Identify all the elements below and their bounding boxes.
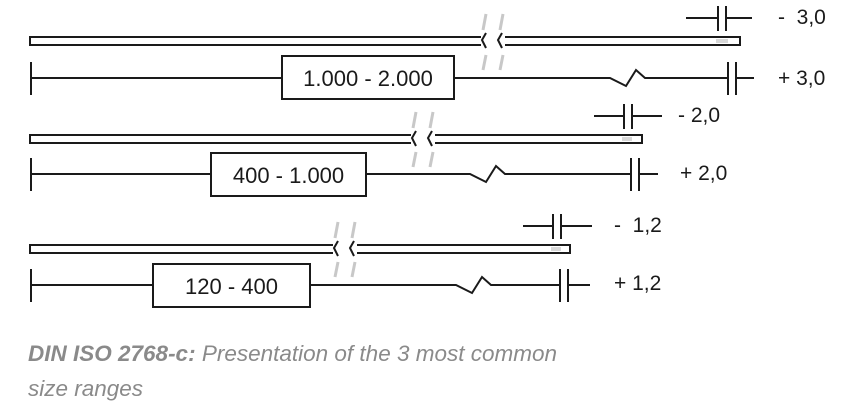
break-marks-3: [333, 221, 357, 278]
size-range-row-1: 1.000 - 2.000 - 3,0 + 3,0: [29, 6, 826, 100]
size-range-diagram: 1.000 - 2.000 - 3,0 + 3,0: [29, 6, 826, 308]
tolerance-minus-symbol-1: [686, 6, 752, 31]
range-box-3: [152, 263, 311, 308]
caption-text: Presentation of the 3 most common size r…: [28, 341, 558, 401]
tolerance-minus-symbol-2: [594, 104, 662, 129]
range-label-3: 120 - 400: [185, 274, 278, 299]
tolerance-plus-2: + 2,0: [680, 162, 727, 185]
part-bar-2: [29, 134, 643, 144]
dimension-line-2: [30, 158, 658, 191]
size-range-row-2: 400 - 1.000 - 2,0 + 2,0: [29, 104, 727, 197]
break-marks-2: [411, 111, 435, 168]
figure-caption: DIN ISO 2768-c: Presentation of the 3 mo…: [28, 336, 588, 406]
break-marks-1: [481, 13, 505, 71]
caption-standard: DIN ISO 2768-c:: [28, 341, 196, 366]
range-box-2: [210, 152, 367, 197]
part-bar-3: [29, 244, 571, 254]
part-bar-1: [29, 36, 741, 46]
dimension-line-3: [30, 269, 590, 302]
range-box-1: [281, 55, 455, 100]
range-label-2: 400 - 1.000: [233, 163, 344, 188]
tolerance-plus-3: + 1,2: [614, 272, 661, 295]
dimension-line-1: [30, 62, 754, 95]
size-range-row-3: 120 - 400 - 1,2 + 1,2: [29, 214, 662, 308]
tolerance-minus-2: - 2,0: [678, 104, 720, 127]
tolerance-minus-1: - 3,0: [778, 6, 826, 29]
range-label-1: 1.000 - 2.000: [303, 66, 433, 91]
tolerance-plus-1: + 3,0: [778, 67, 825, 90]
tolerance-minus-3: - 1,2: [614, 214, 662, 237]
tolerance-minus-symbol-3: [523, 214, 592, 239]
